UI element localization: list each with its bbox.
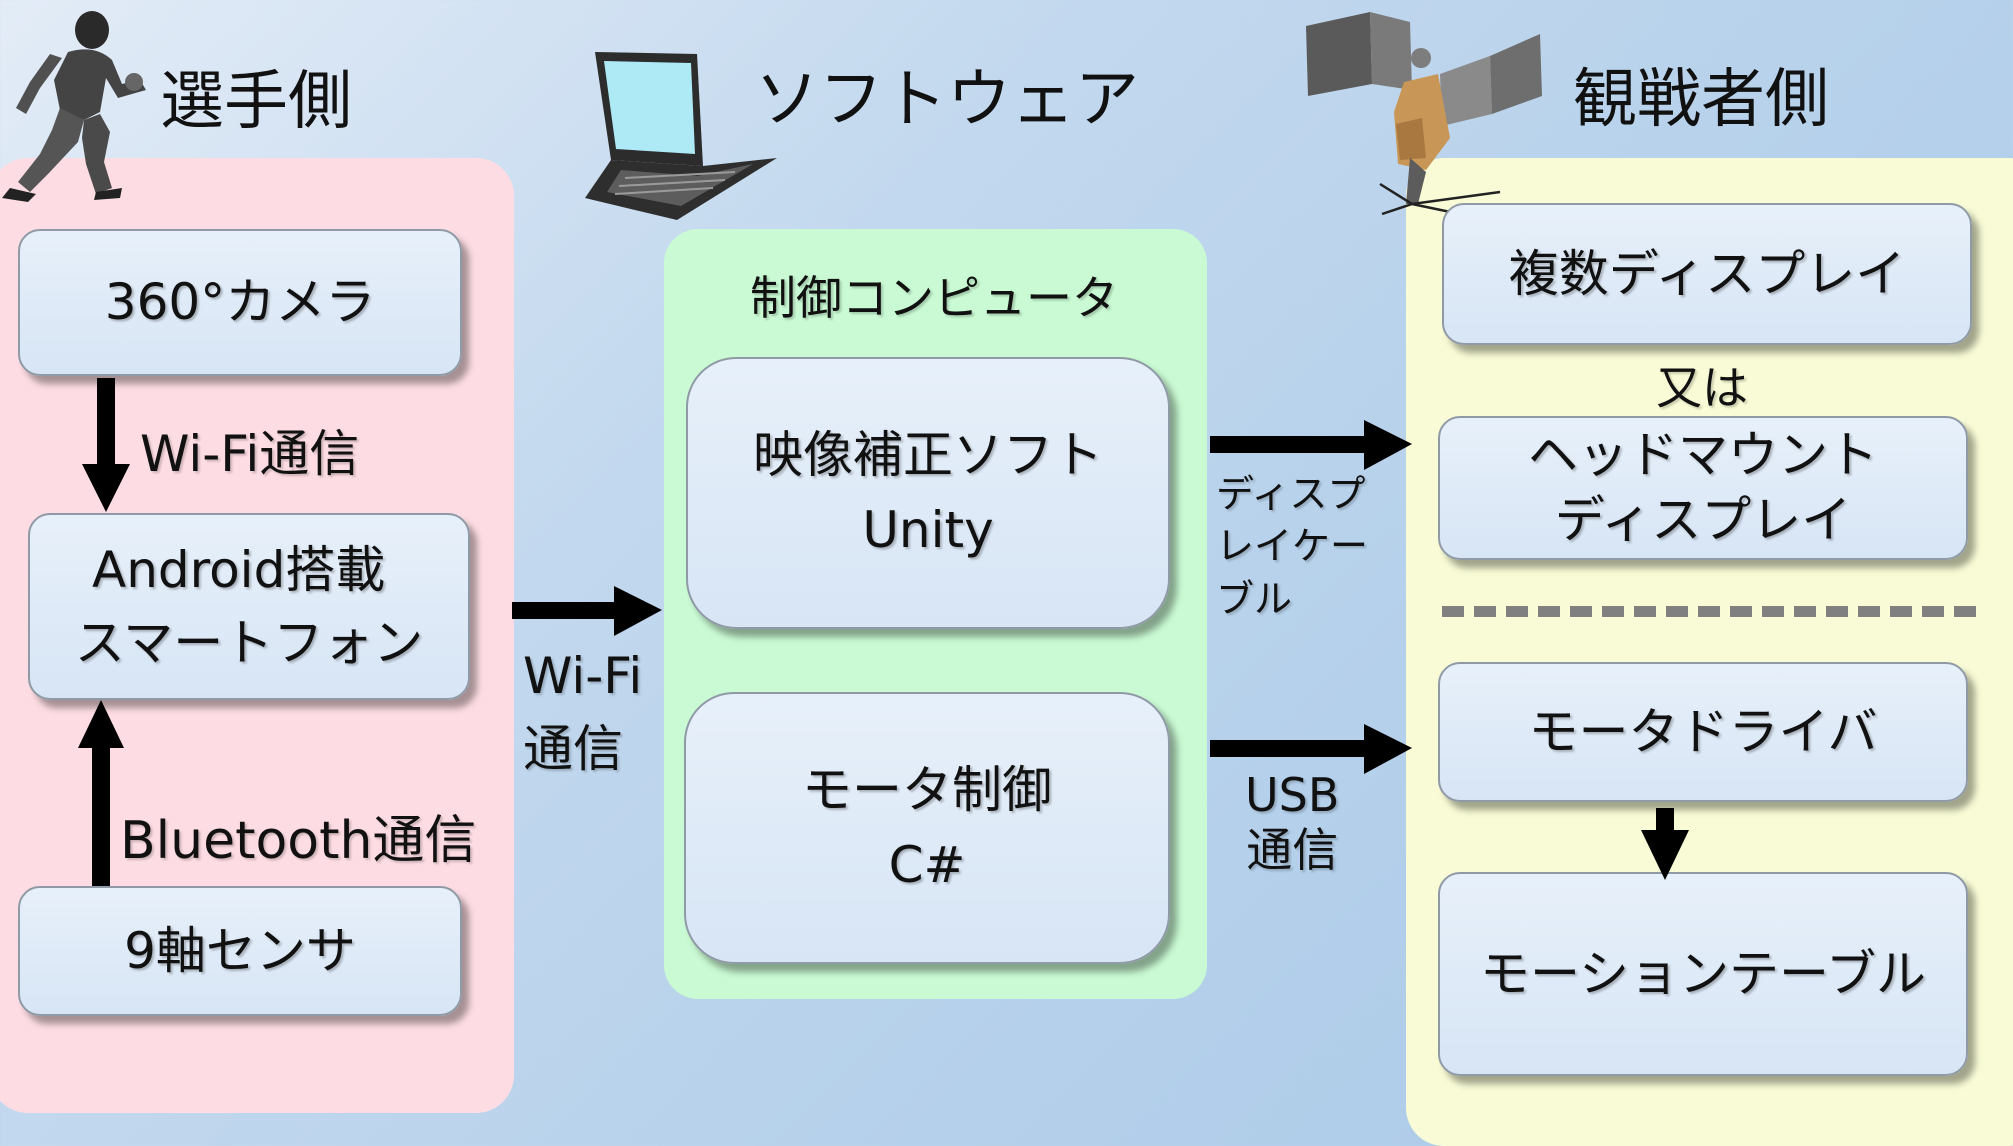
smartphone-label-line2: スマートフォン	[74, 613, 424, 672]
viewer-side-heading: 観戦者側	[1573, 63, 1829, 137]
smartphone-node: Android搭載 スマートフォン	[28, 513, 470, 700]
bluetooth-link-label: Bluetooth通信	[120, 811, 477, 871]
camera-label: 360°カメラ	[104, 273, 376, 331]
motor-driver-node: モータドライバ	[1438, 662, 1968, 802]
smartphone-label-line1: Android搭載	[92, 541, 386, 599]
hmd-node: ヘッドマウント ディスプレイ	[1438, 416, 1968, 560]
laptop-icon	[585, 52, 777, 220]
arrow-sensor-to-phone	[78, 700, 124, 886]
arrow-driver-to-motion-table	[1641, 808, 1689, 880]
wifi-uplink-label: Wi-Fi 通信	[523, 640, 642, 785]
motion-seat-icon	[1306, 12, 1542, 216]
wifi-uplink-label-line2: 通信	[523, 719, 623, 778]
multi-display-node: 複数ディスプレイ	[1442, 203, 1972, 345]
arrow-camera-to-phone	[82, 378, 130, 512]
usb-link-label: USB 通信	[1245, 768, 1339, 878]
motor-control-label-line2: C#	[888, 836, 966, 894]
hmd-label-line1: ヘッドマウント	[1528, 426, 1878, 484]
player-side-heading: 選手側	[160, 65, 352, 139]
display-cable-label-line2: レイケー	[1216, 524, 1369, 569]
sensor-node: 9軸センサ	[18, 886, 462, 1016]
soccer-player-icon	[2, 11, 146, 202]
software-heading: ソフトウェア	[755, 63, 1139, 137]
motor-control-label-line1: モータ制御	[802, 761, 1052, 819]
hmd-label-line2: ディスプレイ	[1554, 491, 1852, 549]
dashed-divider	[1442, 606, 1976, 617]
motor-control-node: モータ制御 C#	[684, 692, 1170, 964]
control-computer-label: 制御コンピュータ	[750, 271, 1118, 325]
camera-node: 360°カメラ	[18, 229, 462, 376]
video-correction-label-line2: Unity	[862, 501, 994, 559]
motor-driver-label: モータドライバ	[1528, 702, 1878, 761]
motion-table-node: モーションテーブル	[1438, 872, 1968, 1076]
sensor-label: 9軸センサ	[124, 921, 356, 980]
multi-display-label: 複数ディスプレイ	[1508, 244, 1906, 303]
usb-link-label-line2: 通信	[1246, 823, 1339, 878]
or-label: 又は	[1656, 361, 1748, 415]
display-cable-label: ディスプ レイケー ブル	[1216, 468, 1368, 625]
video-correction-label-line1: 映像補正ソフト	[753, 426, 1103, 484]
display-cable-label-line3: ブル	[1216, 576, 1293, 621]
motion-table-label: モーションテーブル	[1480, 944, 1926, 1003]
wifi-uplink-label-line1: Wi-Fi	[523, 647, 643, 705]
usb-link-label-line1: USB	[1245, 768, 1340, 822]
arrow-computer-to-displays	[1210, 420, 1412, 470]
video-correction-node: 映像補正ソフト Unity	[686, 357, 1170, 629]
arrow-phone-to-computer	[512, 586, 662, 636]
wifi-link-label: Wi-Fi通信	[140, 425, 360, 483]
arrow-computer-to-motor-driver	[1210, 724, 1412, 774]
display-cable-label-line1: ディスプ	[1216, 472, 1366, 516]
